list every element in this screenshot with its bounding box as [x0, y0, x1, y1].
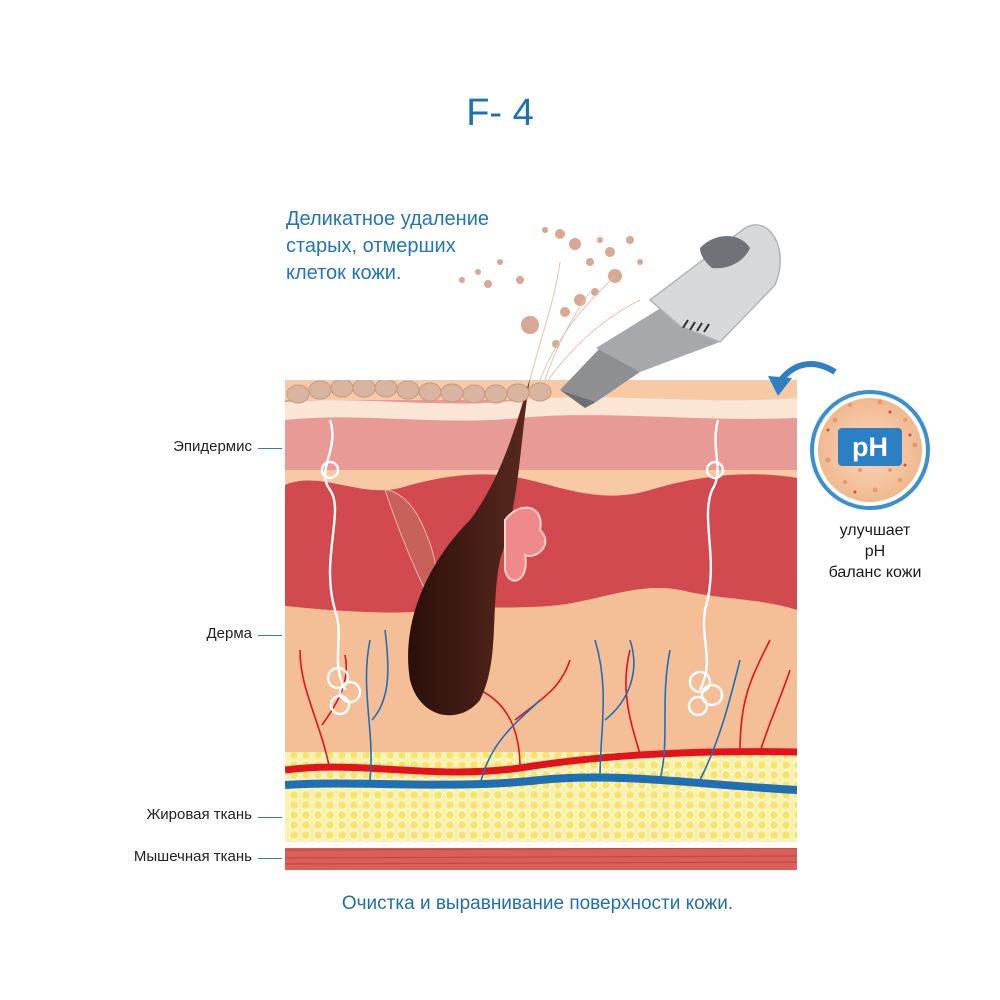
ph-note-line: pH: [812, 541, 938, 562]
ph-note-line: улучшает: [812, 520, 938, 541]
exfoliation-callout: Деликатное удаление старых, отмерших кле…: [286, 206, 489, 287]
label-fat: Жировая ткань: [92, 806, 252, 823]
leader-line-dermis: [258, 635, 282, 636]
leader-line-fat: [258, 817, 282, 818]
callout-line: Деликатное удаление: [286, 206, 489, 233]
caption: Очистка и выравнивание поверхности кожи.: [0, 893, 1000, 915]
label-epidermis: Эпидермис: [132, 438, 252, 455]
callout-line: клеток кожи.: [286, 260, 489, 287]
label-muscle: Мышечная ткань: [92, 848, 252, 865]
ph-note-line: баланс кожи: [812, 562, 938, 583]
ph-badge-label: pH: [838, 428, 902, 466]
ph-note: улучшает pH баланс кожи: [812, 520, 938, 583]
page-title: F- 4: [0, 92, 1000, 135]
leader-line-epidermis: [258, 448, 282, 449]
leader-line-muscle: [258, 858, 282, 859]
callout-line: старых, отмерших: [286, 233, 489, 260]
label-dermis: Дерма: [132, 625, 252, 642]
skin-cross-section: [285, 378, 797, 870]
